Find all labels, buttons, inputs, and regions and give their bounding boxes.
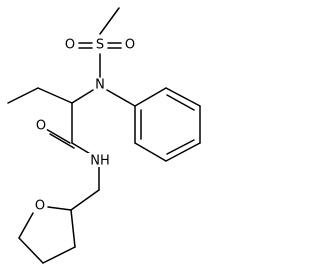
bond-phenyl-1-2 xyxy=(134,87,167,107)
amine-nitrogen-label: N xyxy=(95,78,105,93)
bond-ring-c5-oxygen xyxy=(18,212,34,239)
amide-nitrogen-label: NH xyxy=(90,154,110,169)
bond-ring-c3-c4 xyxy=(42,246,76,264)
bond-phenyl-5-6 xyxy=(134,142,167,162)
bond-phenyl-4-5 xyxy=(165,142,201,162)
atom-labels: S O O N O NH O xyxy=(33,38,137,214)
bond-nitrogen-alpha-carbon xyxy=(71,89,94,104)
bond-phenyl-2-3 xyxy=(165,87,201,107)
bond-methyl-sulfur xyxy=(99,7,120,35)
sulfur-label: S xyxy=(96,38,104,53)
carbonyl-oxygen-label: O xyxy=(36,119,46,134)
ring-oxygen-label: O xyxy=(35,199,45,214)
bond-phenyl-inner-2-3 xyxy=(166,94,195,111)
bond-phenyl-inner-4-5 xyxy=(166,139,195,155)
sulfonyl-oxygen-right-label: O xyxy=(125,38,135,53)
molecule-diagram: S O O N O NH O xyxy=(7,7,201,264)
bond-methylene-ring xyxy=(70,189,100,211)
bond-ethyl-methyl xyxy=(7,87,39,104)
bond-nitrogen-phenyl xyxy=(106,89,136,107)
bond-carbonyl-oxygen-2 xyxy=(49,133,75,149)
bond-carbonyl-oxygen-1 xyxy=(45,128,71,144)
bond-ring-c4-c5 xyxy=(18,237,44,264)
bond-alpha-carbon-ethyl xyxy=(37,87,73,104)
structure-canvas: S O O N O NH O xyxy=(7,7,201,264)
sulfonyl-oxygen-left-label: O xyxy=(65,38,75,53)
bond-ring-c2-c3 xyxy=(70,209,76,248)
bond-ring-oxygen-c2 xyxy=(47,206,72,211)
